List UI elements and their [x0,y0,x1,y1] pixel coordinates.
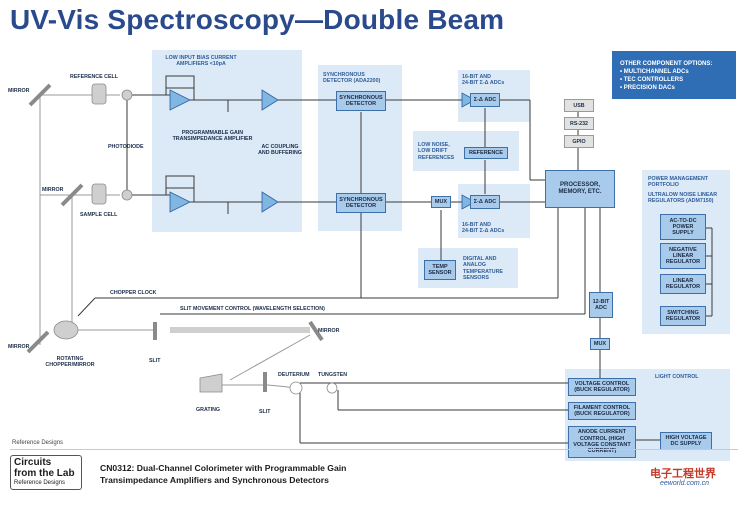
watermark-url: eeworld.com.cn [660,480,710,487]
ac-dc-supply: AC-TO-DC POWER SUPPLY [660,214,706,240]
pga-label: PROGRAMMABLE GAIN TRANSIMPEDANCE AMPLIFI… [172,130,253,143]
slit-movement-label: SLIT MOVEMENT CONTROL (WAVELENGTH SELECT… [180,306,325,312]
deuterium-label: DEUTERIUM [278,372,310,378]
slit-lower-label: SLIT [259,409,271,415]
adc-12bit: 12-BIT ADC [589,292,613,318]
footer-divider [10,449,738,450]
sync-detector-heading: SYNCHRONOUS DETECTOR (ADA2200) [323,72,381,85]
adc-top: Σ-Δ ADC [470,93,500,107]
mirror-mid-label: MIRROR [42,187,64,193]
design-title-line-2: Transimpedance Amplifiers and Synchronou… [100,474,329,485]
sample-cell-label: SAMPLE CELL [80,212,118,218]
processor-box: PROCESSOR, MEMORY, ETC. [545,170,615,208]
options-item: • TEC CONTROLLERS [620,77,684,84]
mirror-bottom-left-label: MIRROR [8,344,30,350]
rotating-chopper-label: ROTATING CHOPPER/MIRROR [45,356,95,369]
component-options-panel: OTHER COMPONENT OPTIONS: • MULTICHANNEL … [612,51,736,99]
adc-bottom: Σ-Δ ADC [470,195,500,209]
negative-linear-regulator: NEGATIVE LINEAR REGULATOR [660,243,706,269]
logo-line-1: Circuits [14,457,52,468]
logo-line-3: Reference Designs [14,480,66,486]
photodiode-label: PHOTODIODE [108,144,144,150]
options-heading: OTHER COMPONENT OPTIONS: [620,61,713,67]
chopper-clock-label: CHOPPER CLOCK [110,290,157,296]
power-mgmt-label: POWER MANAGEMENT PORTFOLIO [648,176,709,189]
sync-detector-top: SYNCHRONOUS DETECTOR [336,91,386,111]
mirror-right-label: MIRROR [318,328,340,334]
low-input-bias-label: LOW INPUT BIAS CURRENT AMPLIFIERS <10pA [165,55,237,68]
slit-upper-label: SLIT [149,358,161,364]
mux-mid: MUX [431,196,451,208]
logo-line-2: from the Lab [14,467,75,479]
light-control-label: LIGHT CONTROL [655,374,699,380]
reference-cell-label: REFERENCE CELL [70,74,118,80]
adc-heading-bottom: 16-BIT AND 24-BIT Σ-Δ ADCs [462,222,505,235]
filament-control: FILAMENT CONTROL (BUCK REGULATOR) [568,402,636,420]
voltage-control: VOLTAGE CONTROL (BUCK REGULATOR) [568,378,636,396]
reference-box: REFERENCE [464,147,508,159]
page-title: UV-Vis Spectroscopy—Double Beam [10,4,505,35]
reference-designs-caption: Reference Designs [12,440,64,446]
gpio-port: GPIO [564,135,594,148]
high-voltage-supply: HIGH VOLTAGE DC SUPPLY [660,432,712,450]
mux-low: MUX [590,338,610,350]
grating-label: GRATING [196,407,221,413]
switching-regulator: SWITCHING REGULATOR [660,306,706,326]
anode-current-control: ANODE CURRENT CONTROL (HIGH VOLTAGE CONS… [568,426,636,458]
usb-port: USB [564,99,594,112]
tungsten-label: TUNGSTEN [318,372,348,378]
adc-heading-top: 16-BIT AND 24-BIT Σ-Δ ADCs [462,74,505,87]
low-noise-label: LOW NOISE, LOW DRIFT REFERENCES [418,142,455,161]
temp-sensors-label: DIGITAL AND ANALOG TEMPERATURE SENSORS [463,256,503,282]
ultralow-noise-label: ULTRALOW NOISE LINEAR REGULATORS (ADM715… [648,192,718,205]
mirror-top-label: MIRROR [8,88,30,94]
options-item: • PRECISION DACs [620,85,675,92]
design-title-line-1: CN0312: Dual-Channel Colorimeter with Pr… [100,463,347,473]
temp-sensor-box: TEMP SENSOR [424,260,456,280]
sync-detector-bottom: SYNCHRONOUS DETECTOR [336,193,386,213]
options-item: • MULTICHANNEL ADCs [620,69,689,76]
linear-regulator: LINEAR REGULATOR [660,274,706,294]
watermark-text: 电子工程世界 [650,468,716,480]
adc-region-bottom [458,184,530,238]
rs232-port: RS-232 [564,117,594,130]
ac-coupling-label: AC COUPLING AND BUFFERING [258,144,302,157]
circuits-from-the-lab-logo: Circuits from the Lab Reference Designs [10,455,82,490]
design-title: CN0312: Dual-Channel Colorimeter with Pr… [100,463,500,486]
